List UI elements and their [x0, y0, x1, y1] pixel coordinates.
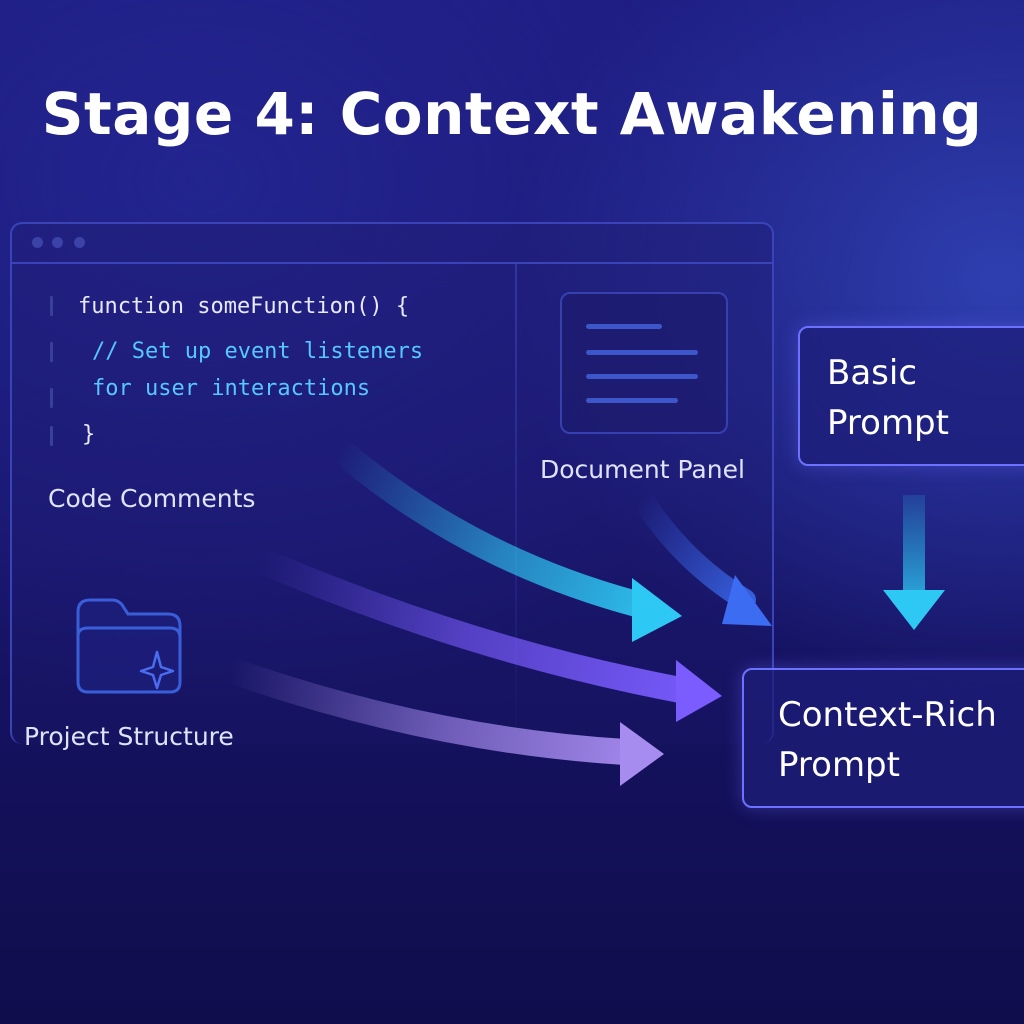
editor-titlebar — [12, 224, 772, 264]
panel-divider — [515, 264, 517, 744]
gutter-mark — [50, 426, 53, 446]
doc-line — [586, 374, 698, 379]
arrow-project-structure-lower — [217, 657, 664, 786]
label-code-comments: Code Comments — [48, 484, 256, 513]
code-line-function: function someFunction() { — [78, 294, 410, 319]
context-rich-prompt-label: Context-Rich Prompt — [778, 695, 997, 785]
arrow-document-panel — [629, 484, 772, 626]
gutter-mark — [50, 296, 53, 316]
gutter-mark — [50, 342, 53, 362]
arrow-project-structure-upper — [247, 547, 722, 722]
label-document-panel: Document Panel — [540, 455, 745, 484]
label-project-structure: Project Structure — [24, 722, 234, 751]
doc-line — [586, 324, 662, 329]
code-line-closing-brace: } — [82, 422, 96, 447]
code-line-comment-2: for user interactions — [92, 376, 371, 401]
code-line-comment-1: // Set up event listeners — [92, 339, 424, 364]
window-dot-icon — [32, 237, 43, 248]
window-dot-icon — [74, 237, 85, 248]
doc-line — [586, 350, 698, 355]
page-title: Stage 4: Context Awakening — [41, 80, 983, 148]
context-rich-prompt-box: Context-Rich Prompt — [742, 668, 1024, 808]
document-icon — [560, 292, 728, 434]
window-dot-icon — [52, 237, 63, 248]
gutter-mark — [50, 388, 53, 408]
basic-prompt-label: Basic Prompt — [827, 353, 949, 443]
arrow-code-comments — [327, 437, 682, 642]
arrow-basic-to-context-rich — [883, 495, 945, 630]
doc-line — [586, 398, 678, 403]
basic-prompt-box: Basic Prompt — [798, 326, 1024, 466]
